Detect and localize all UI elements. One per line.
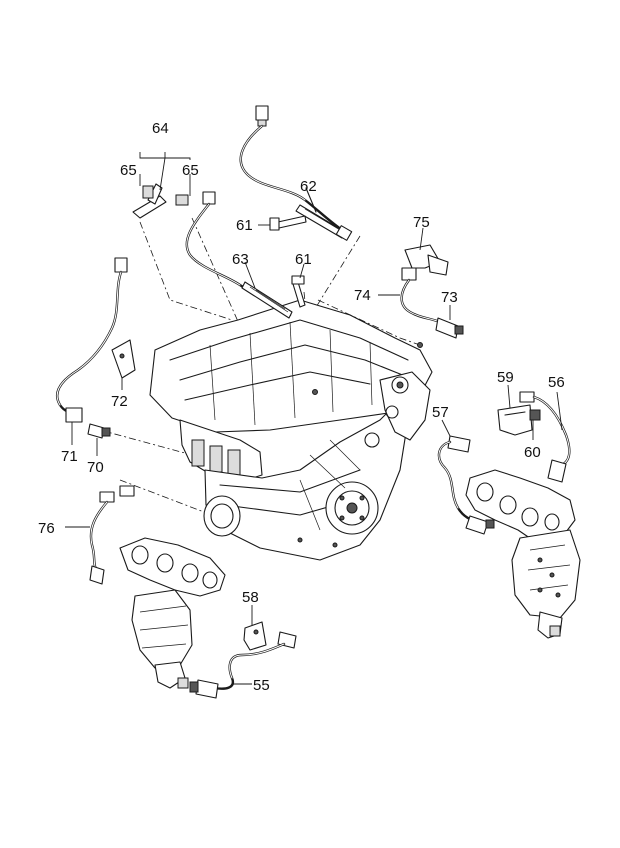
oxygen-sensor-icon bbox=[55, 257, 128, 445]
callout-58: 58 bbox=[242, 589, 259, 606]
bolt-icon bbox=[258, 215, 307, 231]
knock-sensor-group bbox=[378, 227, 464, 339]
callout-75: 75 bbox=[413, 214, 430, 231]
callout-62: 62 bbox=[300, 178, 317, 195]
callout-56: 56 bbox=[548, 374, 565, 391]
sensor-bracket-group bbox=[132, 152, 191, 219]
callout-72: 72 bbox=[111, 393, 128, 410]
bolt-icon bbox=[529, 409, 541, 440]
temperature-sensor-icon bbox=[87, 423, 111, 456]
callout-73: 73 bbox=[441, 289, 458, 306]
oxygen-sensor-icon bbox=[189, 631, 297, 699]
bracket-icon bbox=[243, 605, 267, 651]
callout-76: 76 bbox=[38, 520, 55, 537]
callout-55: 55 bbox=[253, 677, 270, 694]
bracket-icon bbox=[111, 339, 136, 390]
callout-71: 71 bbox=[61, 448, 78, 465]
callout-63: 63 bbox=[232, 251, 249, 268]
oxygen-sensor-icon bbox=[65, 485, 135, 585]
oxygen-sensor-icon bbox=[437, 419, 495, 535]
oxygen-sensor-icon bbox=[519, 391, 571, 483]
oxygen-sensor-icon bbox=[239, 105, 353, 241]
exhaust-manifold-icon bbox=[119, 537, 226, 689]
bolt-icon bbox=[291, 263, 306, 308]
callout-65: 65 bbox=[120, 162, 137, 179]
engine-block-icon bbox=[149, 299, 433, 561]
callout-61: 61 bbox=[236, 217, 253, 234]
callout-64: 64 bbox=[152, 120, 169, 137]
bracket-icon bbox=[497, 384, 533, 436]
callout-59: 59 bbox=[497, 369, 514, 386]
callout-61: 61 bbox=[295, 251, 312, 268]
callout-65: 65 bbox=[182, 162, 199, 179]
callout-57: 57 bbox=[432, 404, 449, 421]
callout-70: 70 bbox=[87, 459, 104, 476]
oxygen-sensor-icon bbox=[185, 191, 293, 319]
exhaust-manifold-icon bbox=[465, 469, 581, 639]
callout-labels: 64 65 65 62 61 63 61 75 74 73 72 71 70 5… bbox=[38, 120, 565, 694]
callout-74: 74 bbox=[354, 287, 371, 304]
callout-60: 60 bbox=[524, 444, 541, 461]
